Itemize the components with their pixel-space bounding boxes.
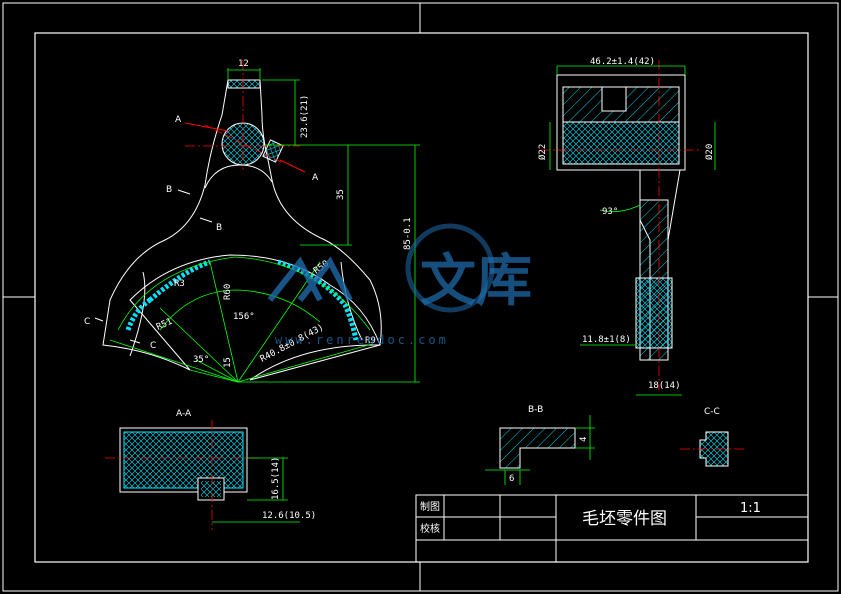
dim-4: 4 (579, 437, 589, 442)
dim-r9: R9 (365, 336, 376, 346)
dim-18: 18(14) (648, 381, 681, 391)
dim-35-deg: 35° (193, 355, 209, 365)
section-cc-label: C-C (704, 407, 720, 417)
dim-phi20: Ø20 (704, 144, 715, 160)
dim-16-5: 16.5(14) (271, 457, 281, 500)
marker-c-left: C (84, 317, 90, 327)
section-bb-view (485, 415, 595, 485)
marker-a-lower: A (312, 173, 319, 183)
marker-a-upper: A (175, 115, 182, 125)
front-view (94, 60, 420, 383)
section-aa-label: A-A (176, 409, 192, 419)
section-aa-view (105, 420, 300, 530)
watermark-text: 文库 (420, 249, 532, 314)
dim-r60: R60 (223, 284, 233, 300)
marker-b-upper: B (166, 185, 172, 195)
dim-85: 85-0.1 (403, 217, 413, 250)
side-view (540, 60, 716, 396)
dim-93: 93° (602, 207, 618, 217)
title-block (415, 494, 809, 563)
dim-r3: R3 (174, 279, 185, 289)
watermark (267, 223, 495, 313)
dim-phi22: Ø22 (537, 144, 548, 160)
watermark-url: www.renrendoc.com (275, 333, 449, 347)
drawing-scale: 1:1 (740, 501, 761, 516)
dim-15: 15 (223, 357, 233, 368)
dim-r51: R51 (155, 317, 174, 333)
dim-6: 6 (509, 474, 514, 484)
section-bb-label: B-B (528, 405, 543, 415)
dim-12: 12 (238, 59, 249, 69)
marker-b-lower: B (216, 223, 222, 233)
dim-46-2: 46.2±1.4(42) (590, 57, 655, 67)
dim-12-6: 12.6(10.5) (262, 511, 316, 521)
title-row2-label: 校核 (420, 522, 440, 535)
dim-23-6: 23.6(21) (300, 95, 310, 138)
dim-35: 35 (336, 189, 346, 200)
drawing-title: 毛坯零件图 (582, 509, 667, 529)
title-row1-label: 制图 (420, 500, 440, 513)
dim-11-8: 11.8±1(8) (582, 335, 631, 345)
section-cc-view (680, 431, 745, 467)
marker-c-inner: C (150, 341, 156, 351)
dim-156: 156° (233, 312, 255, 322)
